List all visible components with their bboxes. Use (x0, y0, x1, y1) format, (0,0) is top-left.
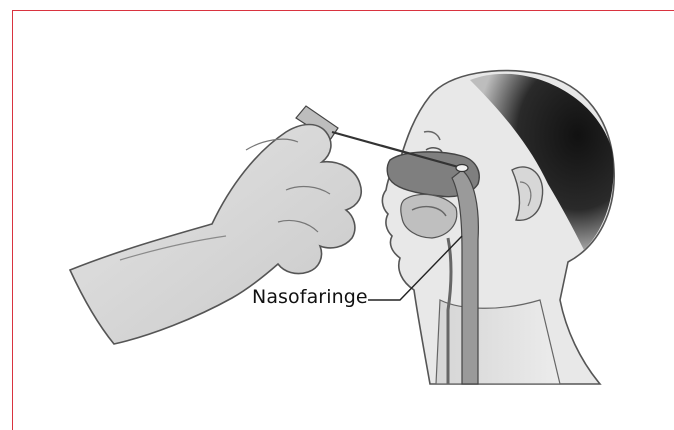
swab-tip (456, 165, 468, 172)
nasopharynx-callout-label: Nasofaringe (252, 286, 368, 308)
neck (436, 300, 560, 384)
gloved-hand (70, 125, 361, 345)
